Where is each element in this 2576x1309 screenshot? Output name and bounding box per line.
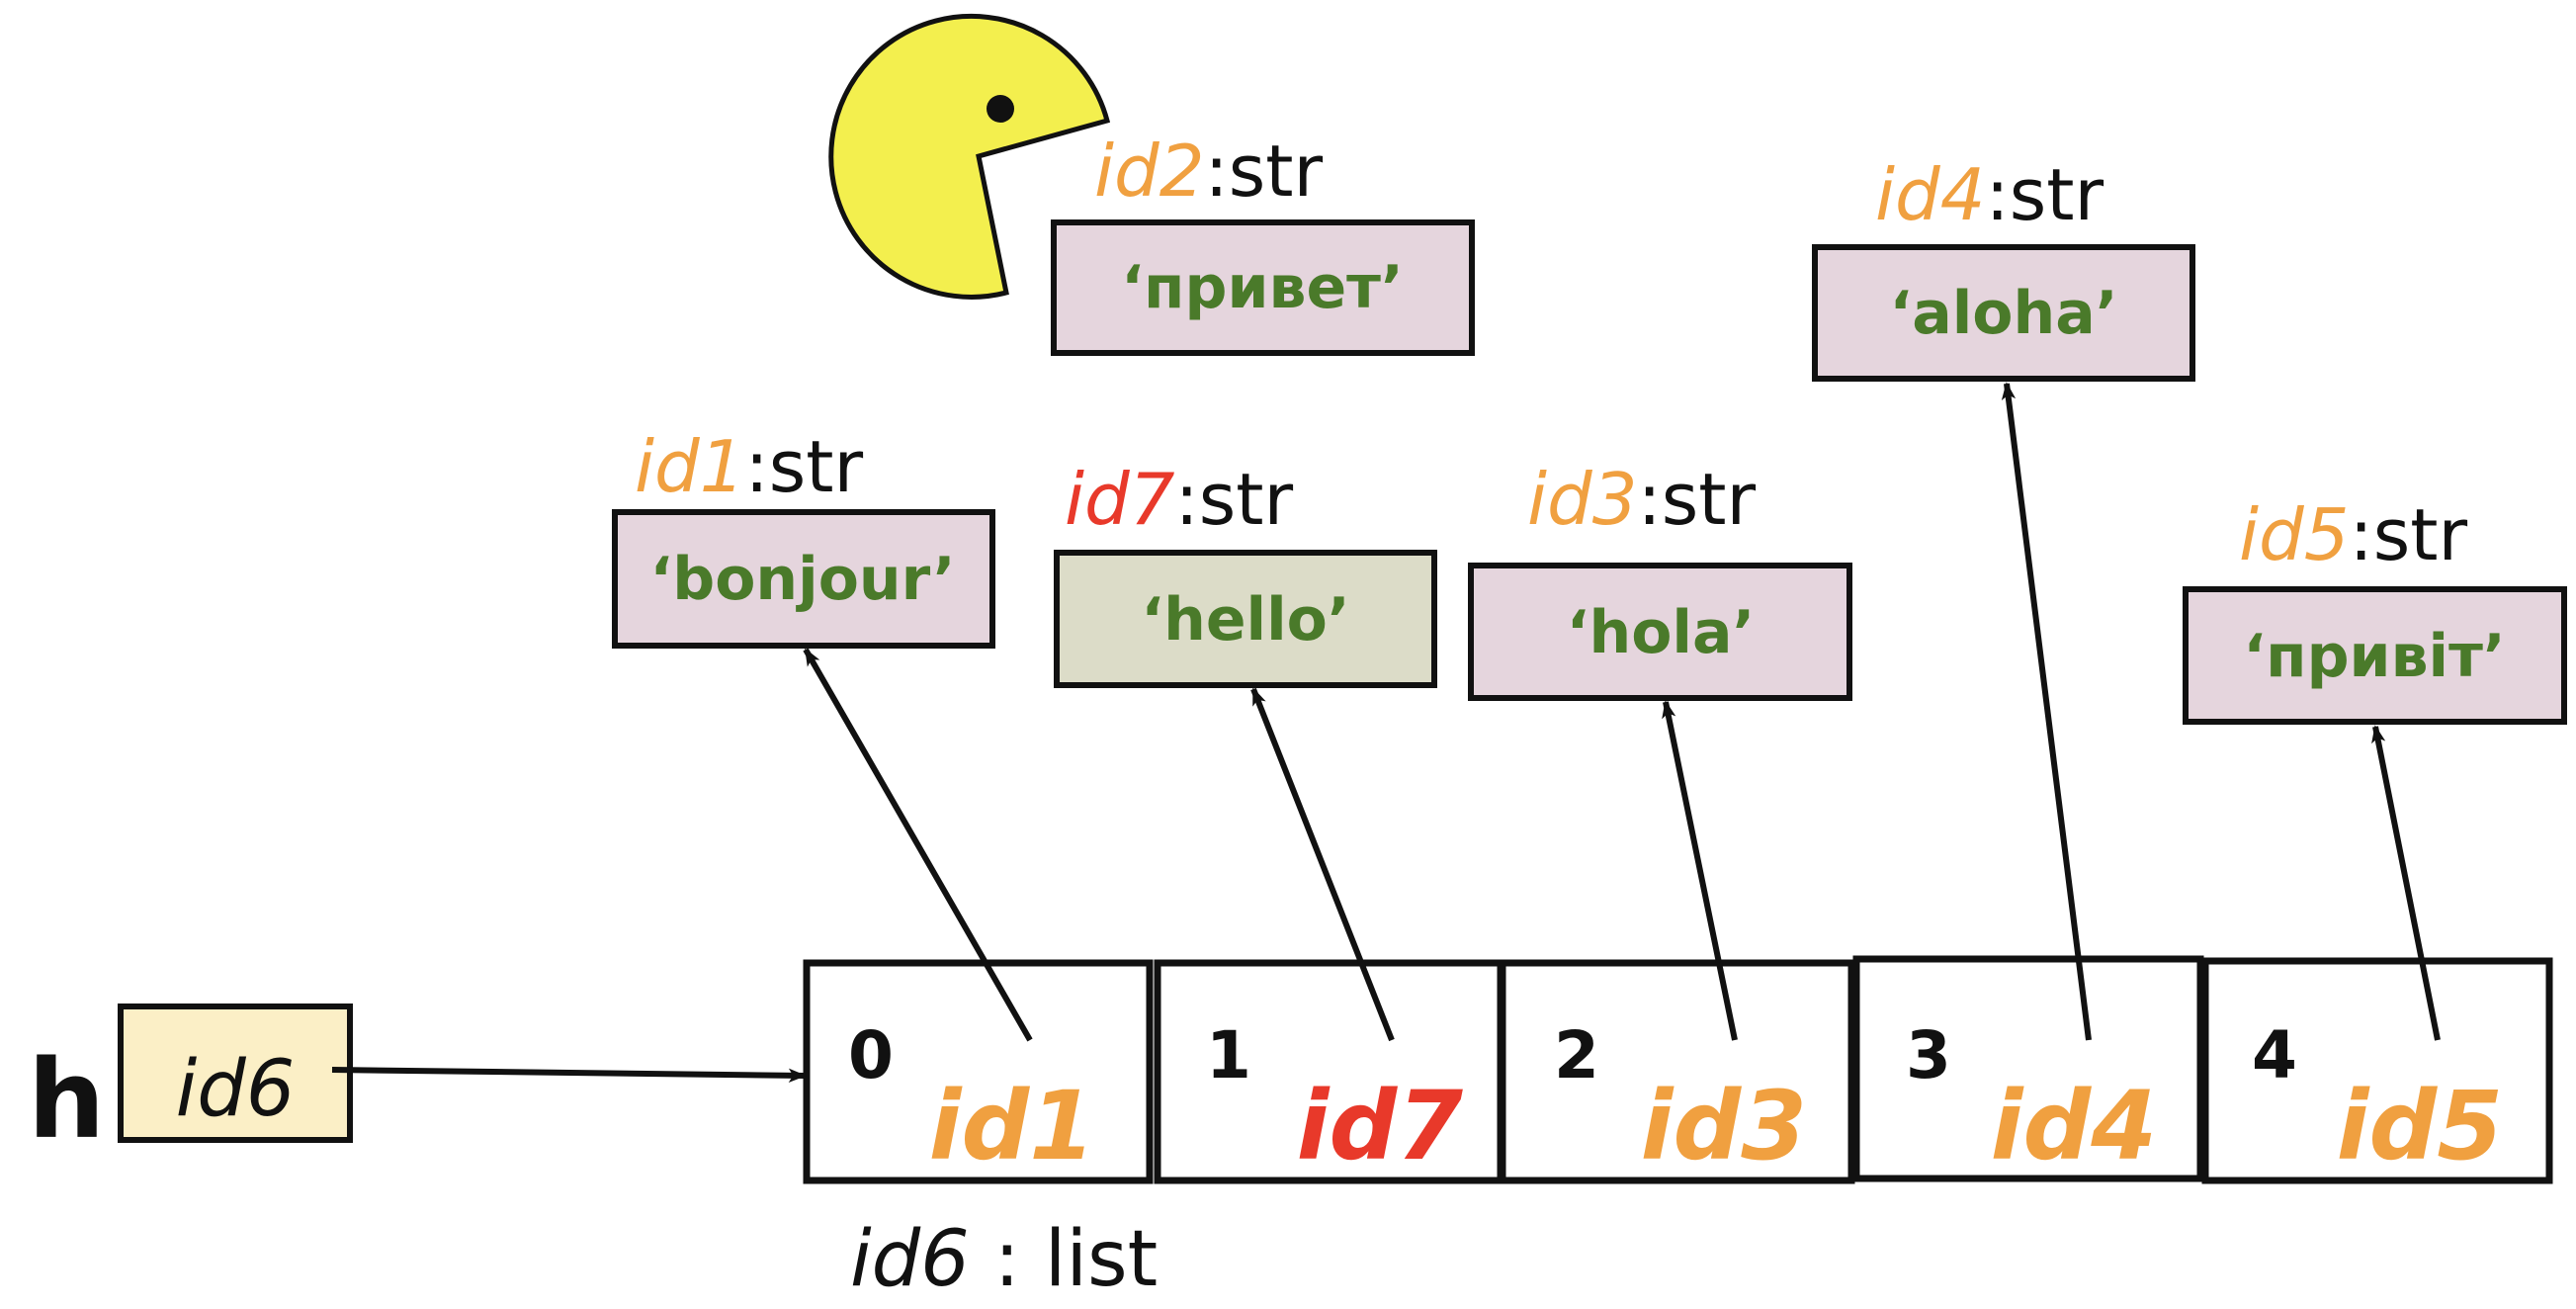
list-index: 4 <box>2252 1017 2297 1093</box>
string-object-id7: id7:str ‘hello’ <box>1054 458 1437 688</box>
string-label-id5: id5:str <box>2239 493 2468 576</box>
arrow-cell0-to-id1 <box>803 648 1033 1042</box>
list-ref: id3 <box>1641 1071 1807 1181</box>
list-index: 0 <box>848 1017 894 1093</box>
arrow-cell1-to-id7 <box>1250 687 1395 1042</box>
string-label-id1: id1:str <box>635 425 864 508</box>
string-object-id5: id5:str ‘привіт’ <box>2183 493 2567 725</box>
string-label-id2: id2:str <box>1094 130 1324 213</box>
list-index: 3 <box>1906 1017 1951 1093</box>
variable-name: h <box>28 1036 105 1163</box>
string-object-id4: id4:str ‘aloha’ <box>1812 153 2195 382</box>
string-label-id4: id4:str <box>1875 153 2104 236</box>
string-value-id5: ‘привіт’ <box>2243 622 2505 691</box>
arrow-cell3-to-id4 <box>2001 382 2092 1041</box>
list-cell-3: 3 id4 <box>1852 955 2204 1182</box>
string-value-id2: ‘привет’ <box>1121 253 1403 322</box>
arrow-cell2-to-id3 <box>1662 700 1738 1041</box>
variable-value: id6 <box>176 1045 296 1134</box>
arrow-h-to-list <box>331 1067 807 1083</box>
list-cell-0: 0 id1 <box>803 959 1154 1184</box>
string-value-id7: ‘hello’ <box>1141 585 1349 654</box>
list-object: 0 id1 1 id7 2 id3 3 id4 4 id5 id6 : list <box>803 955 2553 1304</box>
list-ref: id1 <box>929 1071 1095 1181</box>
list-index: 2 <box>1554 1017 1599 1093</box>
list-cell-2: 2 id3 <box>1499 959 1855 1184</box>
list-cell-1: 1 id7 <box>1154 959 1504 1184</box>
string-value-id3: ‘hola’ <box>1567 598 1756 667</box>
variable-h: h id6 <box>28 1004 353 1163</box>
reference-arrows <box>331 382 2441 1083</box>
string-object-id1: id1:str ‘bonjour’ <box>612 425 995 649</box>
string-value-id4: ‘aloha’ <box>1889 279 2117 348</box>
string-label-id7: id7:str <box>1065 458 1294 541</box>
list-type-label: id6 : list <box>850 1215 1158 1304</box>
arrow-cell4-to-id5 <box>2371 725 2441 1041</box>
string-value-id1: ‘bonjour’ <box>649 545 955 614</box>
string-label-id3: id3:str <box>1527 458 1757 541</box>
list-ref: id5 <box>2337 1071 2503 1181</box>
list-ref: id4 <box>1991 1071 2157 1181</box>
list-index: 1 <box>1206 1017 1251 1093</box>
list-cell-4: 4 id5 <box>2201 957 2553 1184</box>
string-object-id2: id2:str ‘привет’ <box>1051 130 1475 356</box>
pacman-icon <box>828 13 1111 300</box>
list-ref: id7 <box>1297 1071 1464 1181</box>
string-object-id3: id3:str ‘hola’ <box>1468 458 1852 701</box>
